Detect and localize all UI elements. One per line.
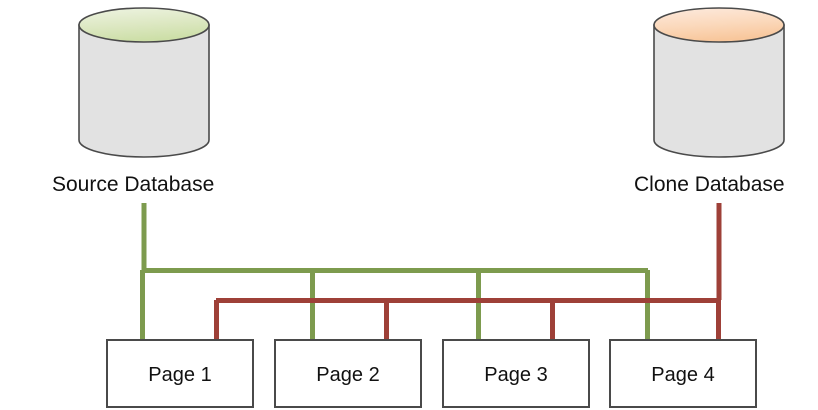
source-connector-group (140, 203, 650, 344)
clone-database-label: Clone Database (634, 173, 785, 196)
clone-cylinder-top-ellipse (653, 7, 785, 43)
database-cylinder-icon (653, 24, 785, 158)
page-box-3[interactable]: Page 3 (442, 339, 590, 408)
page-boxes-group: Page 1 Page 2 Page 3 Page 4 (106, 339, 757, 408)
page-box-outline (274, 339, 422, 408)
page-box-outline (106, 339, 254, 408)
page-box-2[interactable]: Page 2 (274, 339, 422, 408)
source-database-label: Source Database (52, 173, 214, 196)
clone-connector-group (214, 203, 722, 344)
source-database-node[interactable]: Source Database (52, 7, 214, 196)
page-label: Page 2 (316, 364, 379, 386)
database-cylinder-icon (78, 24, 210, 158)
page-box-outline (609, 339, 757, 408)
clone-database-node[interactable]: Clone Database (634, 7, 785, 196)
page-box-outline (442, 339, 590, 408)
page-box-4[interactable]: Page 4 (609, 339, 757, 408)
page-label: Page 4 (651, 364, 714, 386)
page-box-1[interactable]: Page 1 (106, 339, 254, 408)
page-label: Page 1 (148, 364, 211, 386)
source-cylinder-top-ellipse (78, 7, 210, 43)
page-label: Page 3 (484, 364, 547, 386)
